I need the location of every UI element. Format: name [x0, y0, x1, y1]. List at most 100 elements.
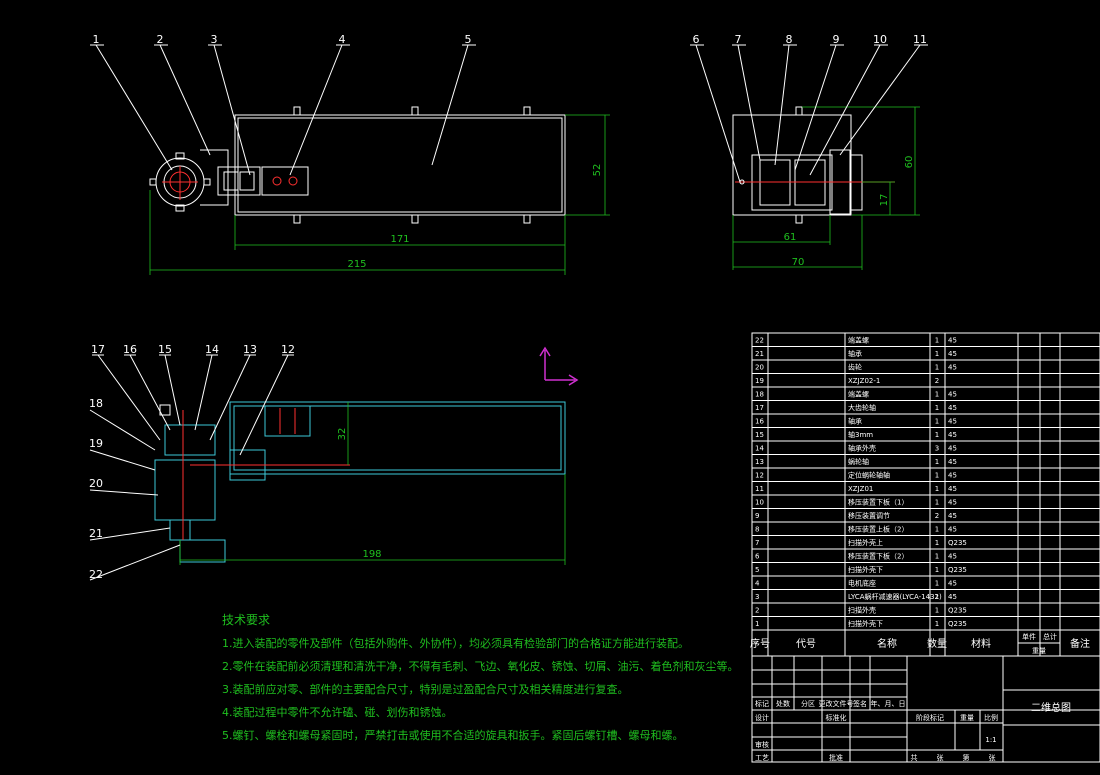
- bom-cell-qty: 1: [935, 620, 939, 628]
- bom-cell-qty: 1: [935, 472, 939, 480]
- bom-cell-no: 1: [755, 620, 759, 628]
- balloon-4: 4: [339, 33, 346, 46]
- balloon-17: 17: [91, 343, 105, 356]
- bom-cell-name: XZJZ02-1: [848, 377, 880, 385]
- balloon-19: 19: [89, 437, 103, 450]
- bom-cell-no: 5: [755, 566, 759, 574]
- bom-cell-qty: 1: [935, 404, 939, 412]
- bom-cell-qty: 2: [935, 512, 939, 520]
- bom-cell-material: 45: [948, 337, 957, 345]
- bom-cell-name: 定位蜗轮轴轴: [848, 471, 890, 480]
- bom-cell-qty: 1: [935, 391, 939, 399]
- tech-line-4: 4.装配过程中零件不允许磕、碰、划伤和锈蚀。: [222, 705, 453, 719]
- tb-change-doc: 更改文件号: [819, 699, 854, 708]
- bom-cell-name: 齿轮: [848, 363, 862, 372]
- tb-scale-value: 1:1: [985, 736, 996, 744]
- bom-cell-qty: 1: [935, 337, 939, 345]
- bom-header: 序号 代号 名称 数量 材料 单件 总计 重量 备注: [750, 629, 1100, 657]
- bom-cell-qty: 1: [935, 350, 939, 358]
- balloon-8: 8: [786, 33, 793, 46]
- bom-cell-no: 7: [755, 539, 759, 547]
- bom-cell-name: 移压装置调节: [848, 511, 890, 520]
- bom-cell-no: 11: [755, 485, 764, 493]
- bom-header-qty: 数量: [927, 637, 947, 650]
- bom-cell-qty: 1: [935, 485, 939, 493]
- dim-side-height: 60: [904, 156, 915, 169]
- bom-cell-no: 14: [755, 445, 764, 453]
- dim-top-total-len: 215: [347, 259, 366, 270]
- balloon-16: 16: [123, 343, 137, 356]
- tb-drawing-name: 二维总图: [1031, 701, 1071, 714]
- bom-cell-no: 3: [755, 593, 759, 601]
- bom-row: 19 XZJZ02-1 2: [751, 373, 1100, 388]
- section-view: [89, 354, 566, 581]
- bom-cell-qty: 1: [935, 431, 939, 439]
- bom-cell-name: 蜗轮轴: [848, 457, 869, 466]
- title-block: 标记 处数 分区 更改文件号 签名 年、月、日 设计 标准化 阶段标记 重量 比…: [751, 655, 1100, 763]
- bom-cell-material: Q235: [948, 539, 967, 547]
- tb-stage: 阶段标记: [916, 713, 944, 722]
- dim-side-inner-w: 61: [784, 232, 797, 243]
- balloon-9: 9: [833, 33, 840, 46]
- bom-cell-no: 10: [755, 499, 764, 507]
- bom-cell-material: 45: [948, 431, 957, 439]
- tb-design: 设计: [755, 713, 769, 722]
- bom-cell-material: 45: [948, 418, 957, 426]
- bom-cell-no: 4: [755, 580, 760, 588]
- bom-header-no: 序号: [750, 637, 770, 650]
- bom-cell-name: 大齿轮轴: [848, 403, 876, 412]
- dim-top-inner-len: 171: [390, 234, 409, 245]
- tb-mark: 标记: [755, 699, 769, 708]
- bom-cell-material: 45: [948, 580, 957, 588]
- ucs-icon: [539, 346, 579, 386]
- balloon-12: 12: [281, 343, 295, 356]
- bom-header-name: 名称: [877, 637, 897, 650]
- tech-line-5: 5.螺钉、螺栓和螺母紧固时，严禁打击或使用不合适的旋具和扳手。紧固后螺钉槽、螺母…: [222, 728, 684, 742]
- bom-cell-material: 45: [948, 404, 957, 412]
- balloon-18: 18: [89, 397, 103, 410]
- bom-cell-qty: 1: [935, 499, 939, 507]
- dim-side-total-w: 70: [792, 257, 805, 268]
- bom-cell-material: Q235: [948, 566, 967, 574]
- bom-cell-material: Q235: [948, 607, 967, 615]
- tb-date: 年、月、日: [871, 699, 906, 708]
- bom-cell-qty: 1: [935, 566, 939, 574]
- bom-cell-name: 扫描外壳上: [848, 538, 883, 547]
- bom-cell-name: LYCA蜗杆减速器(LYCA-1432): [848, 592, 942, 601]
- bom-header-remark: 备注: [1070, 637, 1090, 650]
- tb-sheets-2: 张: [937, 753, 944, 762]
- bom-cell-qty: 1: [935, 553, 939, 561]
- bom-cell-name: 扫描外壳下: [848, 619, 883, 628]
- bom-cell-no: 19: [755, 377, 764, 385]
- bom-header-weight: 重量: [1032, 647, 1046, 655]
- balloon-6: 6: [693, 33, 700, 46]
- balloon-14: 14: [205, 343, 219, 356]
- tech-line-3: 3.装配前应对零、部件的主要配合尺寸，特别是过盈配合尺寸及相关精度进行复查。: [222, 682, 629, 696]
- bom-cell-name: 轴承: [848, 349, 862, 358]
- bom-cell-material: Q235: [948, 620, 967, 628]
- balloon-10: 10: [873, 33, 887, 46]
- tb-process: 工艺: [755, 754, 769, 762]
- bom-cell-qty: 2: [935, 377, 939, 385]
- tech-title: 技术要求: [222, 613, 270, 627]
- bom-cell-qty: 1: [935, 580, 939, 588]
- bom-cell-qty: 3: [935, 445, 939, 453]
- tb-sheets-1: 共: [911, 753, 918, 762]
- bom-cell-name: 扫描外壳下: [848, 565, 883, 574]
- bom-cell-name: 端盖螺: [848, 390, 869, 399]
- bom-cell-material: 45: [948, 485, 957, 493]
- bom-cell-no: 16: [755, 418, 764, 426]
- bom-cell-material: 45: [948, 512, 957, 520]
- tb-weight: 重量: [960, 714, 974, 722]
